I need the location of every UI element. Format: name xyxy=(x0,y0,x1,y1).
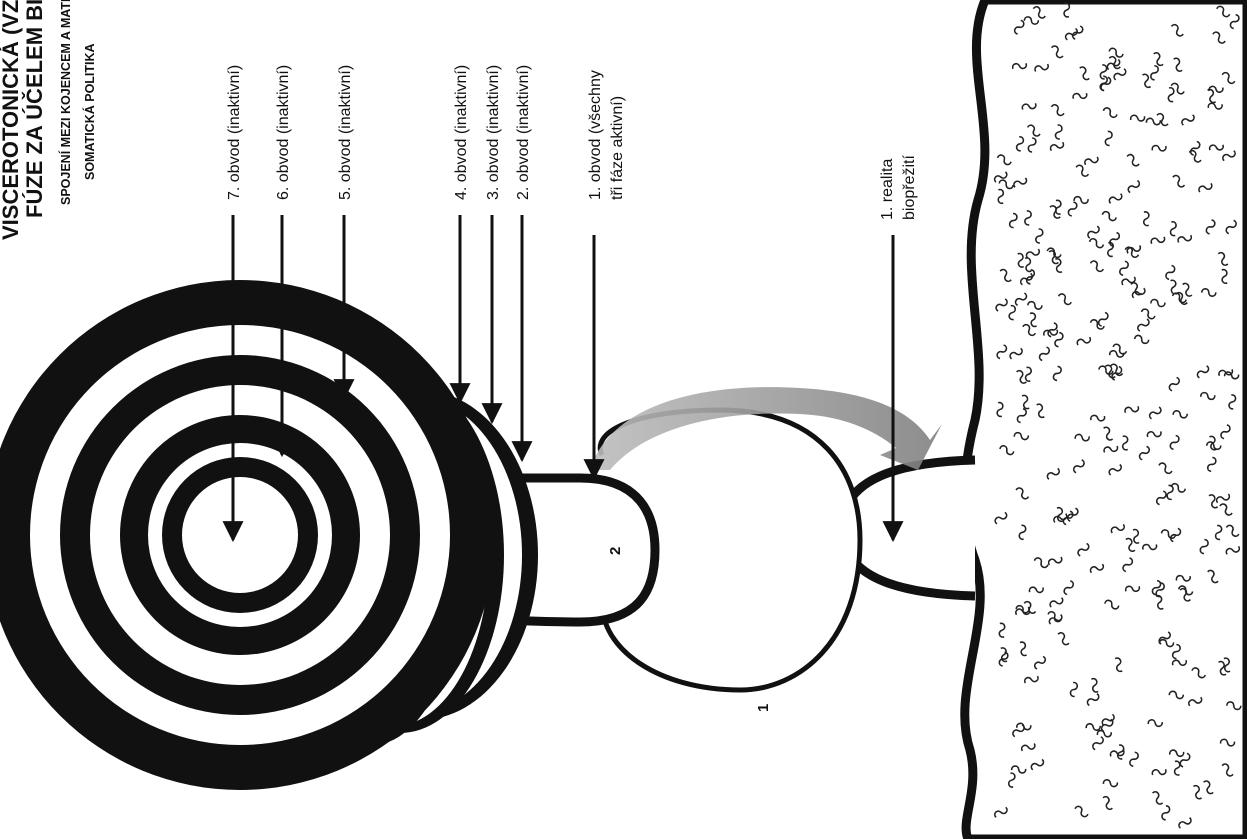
label-reality-line-1: 1. realita xyxy=(879,159,896,220)
label-circuit-3: 3. obvod (inaktivní) xyxy=(485,65,502,200)
label-circuit-1-line-1: 1. obvod (všechny xyxy=(587,70,604,200)
marker-two: 2 xyxy=(607,547,624,555)
subtitle-line-2: SOMATICKÁ POLITIKA xyxy=(82,43,97,180)
label-circuit-7: 7. obvod (inaktivní) xyxy=(226,65,243,200)
title-line-2: FÚZE ZA ÚČELEM BIOPŘEŽITÍ xyxy=(22,0,47,218)
center-disc xyxy=(182,477,298,593)
marker-one: 1 xyxy=(755,704,772,712)
subtitle-line-1: SPOJENÍ MEZI KOJENCEM A MATKOU xyxy=(58,0,73,205)
label-circuit-2: 2. obvod (inaktivní) xyxy=(515,65,532,200)
reality-ground xyxy=(964,0,1247,839)
label-circuit-6: 6. obvod (inaktivní) xyxy=(275,65,292,200)
label-circuit-1-line-2: tři fáze aktivní) xyxy=(609,96,626,200)
title-line-1: VISCEROTONICKÁ (VZÁJEMNÉ PROPOJENÁ xyxy=(0,0,23,240)
label-circuit-5: 5. obvod (inaktivní) xyxy=(337,65,354,200)
label-reality-line-2: biopřežití xyxy=(901,155,918,220)
label-circuit-4: 4. obvod (inaktivní) xyxy=(453,65,470,200)
